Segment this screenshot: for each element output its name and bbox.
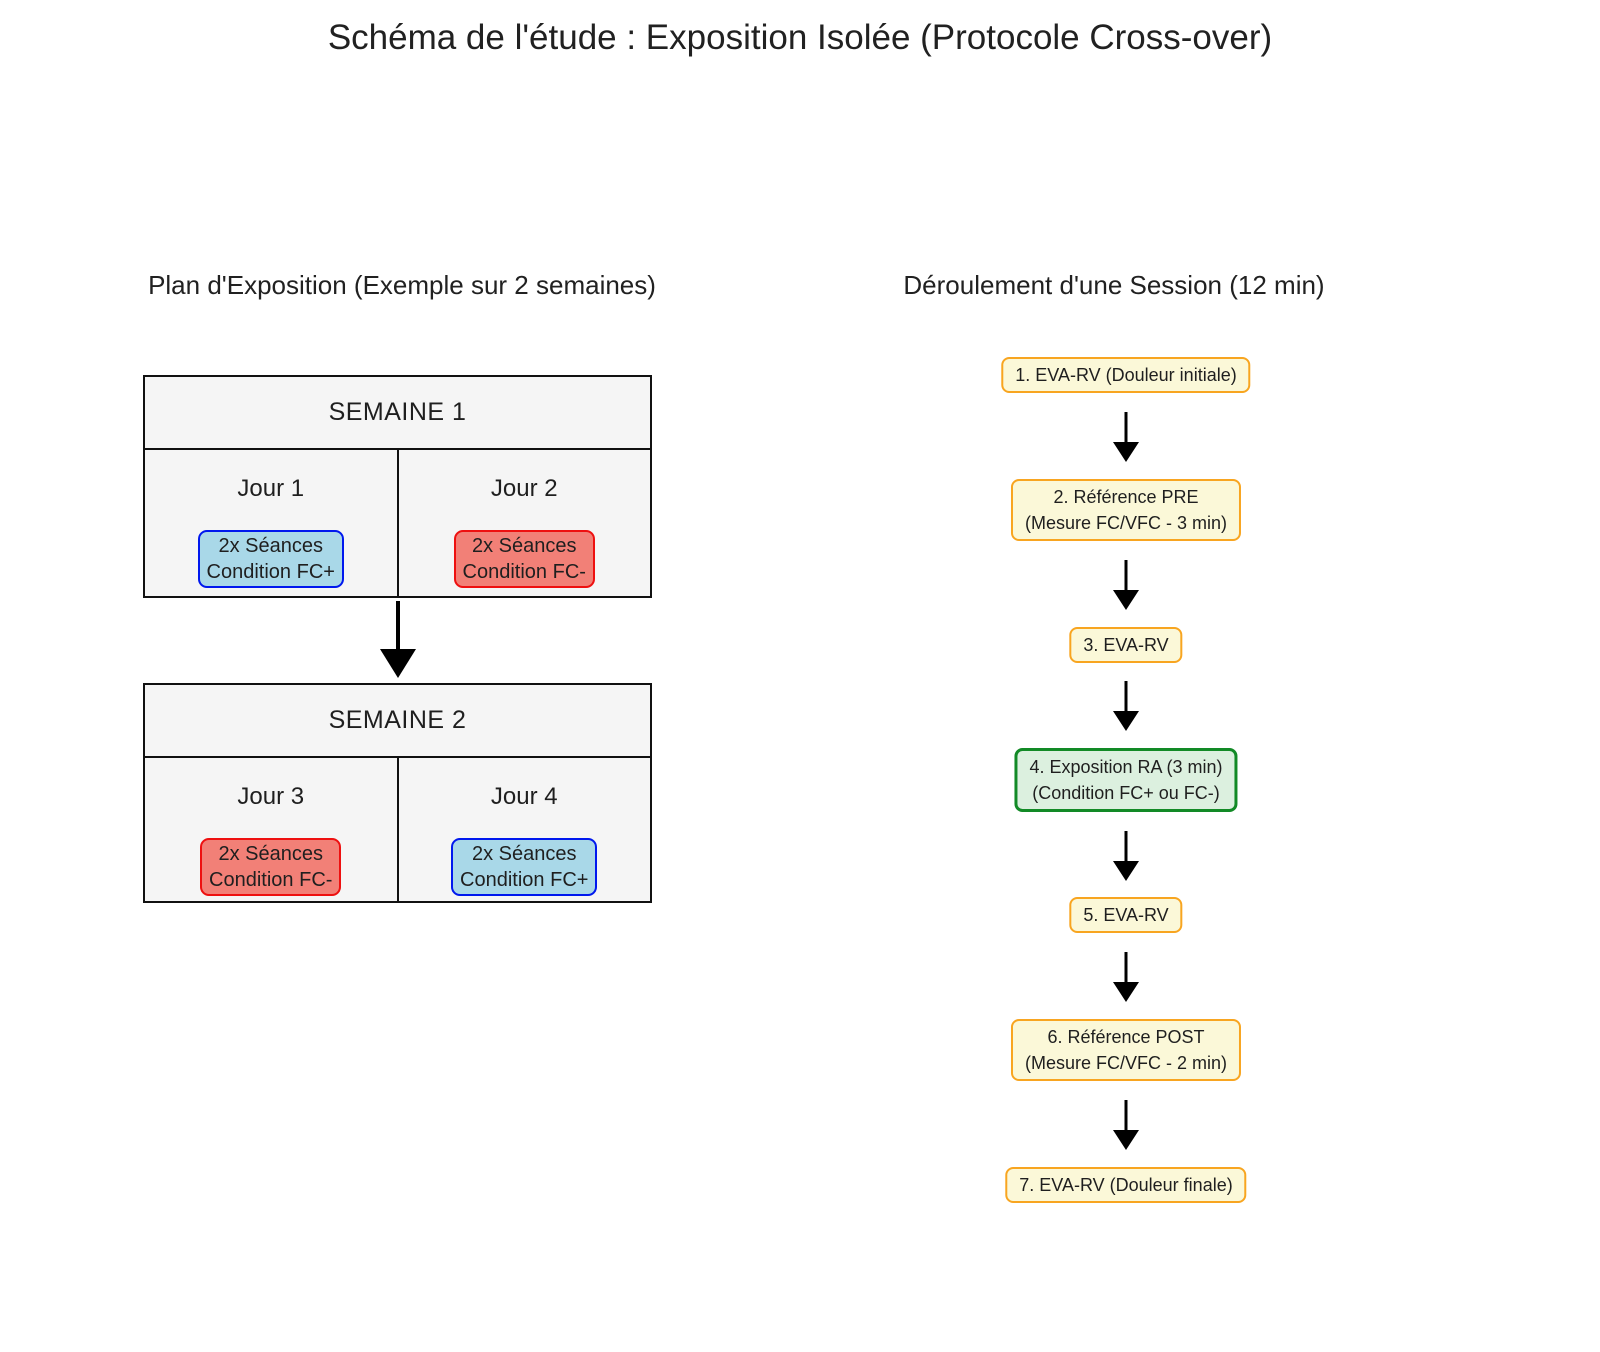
day-cell-jour-2: Jour 2 2x Séances Condition FC-: [399, 450, 651, 596]
condition-box-line1: 2x Séances: [471, 535, 577, 557]
flow-step-4-exposition-ra: 4. Exposition RA (3 min) (Condition FC+ …: [1014, 748, 1238, 812]
flow-step-6-reference-post: 6. Référence POST (Mesure FC/VFC - 2 min…: [1010, 1019, 1242, 1081]
day-label-jour-3: Jour 3: [237, 783, 305, 810]
day-cell-jour-1: Jour 1 2x Séances Condition FC+: [145, 450, 399, 596]
flow-arrow-4: [1113, 831, 1139, 881]
arrow-stem: [1124, 831, 1128, 862]
condition-box-line1: 2x Séances: [471, 843, 577, 865]
flow-arrow-6: [1113, 1100, 1139, 1150]
condition-box-line2: Condition FC-: [462, 561, 586, 583]
condition-box-fc-minus-jour-2: 2x Séances Condition FC-: [453, 530, 595, 588]
flow-step-line1: 6. Référence POST: [1047, 1027, 1205, 1047]
arrow-head: [380, 649, 416, 678]
day-cell-jour-4: Jour 4 2x Séances Condition FC+: [399, 758, 651, 901]
day-label-jour-4: Jour 4: [490, 783, 558, 810]
flow-step-line2: (Mesure FC/VFC - 2 min): [1024, 1053, 1228, 1073]
flow-step-line1: 3. EVA-RV: [1083, 635, 1169, 655]
condition-box-line2: Condition FC+: [460, 869, 589, 891]
condition-box-fc-plus-jour-1: 2x Séances Condition FC+: [197, 530, 344, 588]
flow-step-line2: (Condition FC+ ou FC-): [1032, 783, 1220, 803]
flow-step-2-reference-pre: 2. Référence PRE (Mesure FC/VFC - 3 min): [1010, 479, 1242, 541]
arrow-stem: [396, 601, 400, 650]
flow-step-1-eva-rv-initiale: 1. EVA-RV (Douleur initiale): [1001, 357, 1251, 393]
flow-step-3-eva-rv: 3. EVA-RV: [1069, 627, 1183, 663]
day-cell-jour-3: Jour 3 2x Séances Condition FC-: [145, 758, 399, 901]
flow-arrow-2: [1113, 560, 1139, 610]
arrow-head: [1113, 861, 1139, 881]
flow-step-5-eva-rv: 5. EVA-RV: [1069, 897, 1183, 933]
arrow-stem: [1124, 412, 1128, 443]
arrow-stem: [1124, 681, 1128, 712]
arrow-head: [1113, 590, 1139, 610]
week1-header: SEMAINE 1: [145, 377, 650, 450]
arrow-head: [1113, 442, 1139, 462]
arrow-stem: [1124, 952, 1128, 983]
condition-box-line2: Condition FC+: [206, 561, 335, 583]
week2-table: SEMAINE 2 Jour 3 2x Séances Condition FC…: [143, 683, 652, 903]
arrow-head: [1113, 1130, 1139, 1150]
flow-arrow-3: [1113, 681, 1139, 731]
exposure-plan-subtitle: Plan d'Exposition (Exemple sur 2 semaine…: [148, 270, 656, 300]
figure-title: Schéma de l'étude : Exposition Isolée (P…: [327, 18, 1273, 57]
week2-body: Jour 3 2x Séances Condition FC- Jour 4 2…: [145, 758, 650, 901]
flow-step-line1: 2. Référence PRE: [1053, 487, 1199, 507]
week2-header: SEMAINE 2: [145, 685, 650, 758]
flow-step-line1: 5. EVA-RV: [1083, 905, 1169, 925]
condition-box-line1: 2x Séances: [218, 843, 323, 865]
day-label-jour-1: Jour 1: [237, 475, 305, 502]
flow-step-line1: 4. Exposition RA (3 min): [1029, 757, 1223, 777]
week-transition-arrow: [380, 601, 416, 678]
session-flow-subtitle: Déroulement d'une Session (12 min): [903, 270, 1325, 300]
flow-step-line1: 1. EVA-RV (Douleur initiale): [1015, 365, 1237, 385]
day-label-jour-2: Jour 2: [490, 475, 558, 502]
flow-arrow-5: [1113, 952, 1139, 1002]
arrow-stem: [1124, 1100, 1128, 1131]
condition-box-fc-minus-jour-3: 2x Séances Condition FC-: [200, 838, 342, 896]
arrow-head: [1113, 711, 1139, 731]
week1-body: Jour 1 2x Séances Condition FC+ Jour 2 2…: [145, 450, 650, 596]
condition-box-fc-plus-jour-4: 2x Séances Condition FC+: [451, 838, 598, 896]
flow-step-line2: (Mesure FC/VFC - 3 min): [1024, 513, 1228, 533]
week1-table: SEMAINE 1 Jour 1 2x Séances Condition FC…: [143, 375, 652, 598]
flow-step-line1: 7. EVA-RV (Douleur finale): [1019, 1175, 1233, 1195]
flow-step-7-eva-rv-finale: 7. EVA-RV (Douleur finale): [1005, 1167, 1247, 1203]
flow-arrow-1: [1113, 412, 1139, 462]
condition-box-line2: Condition FC-: [209, 869, 333, 891]
arrow-head: [1113, 982, 1139, 1002]
condition-box-line1: 2x Séances: [218, 535, 323, 557]
arrow-stem: [1124, 560, 1128, 591]
